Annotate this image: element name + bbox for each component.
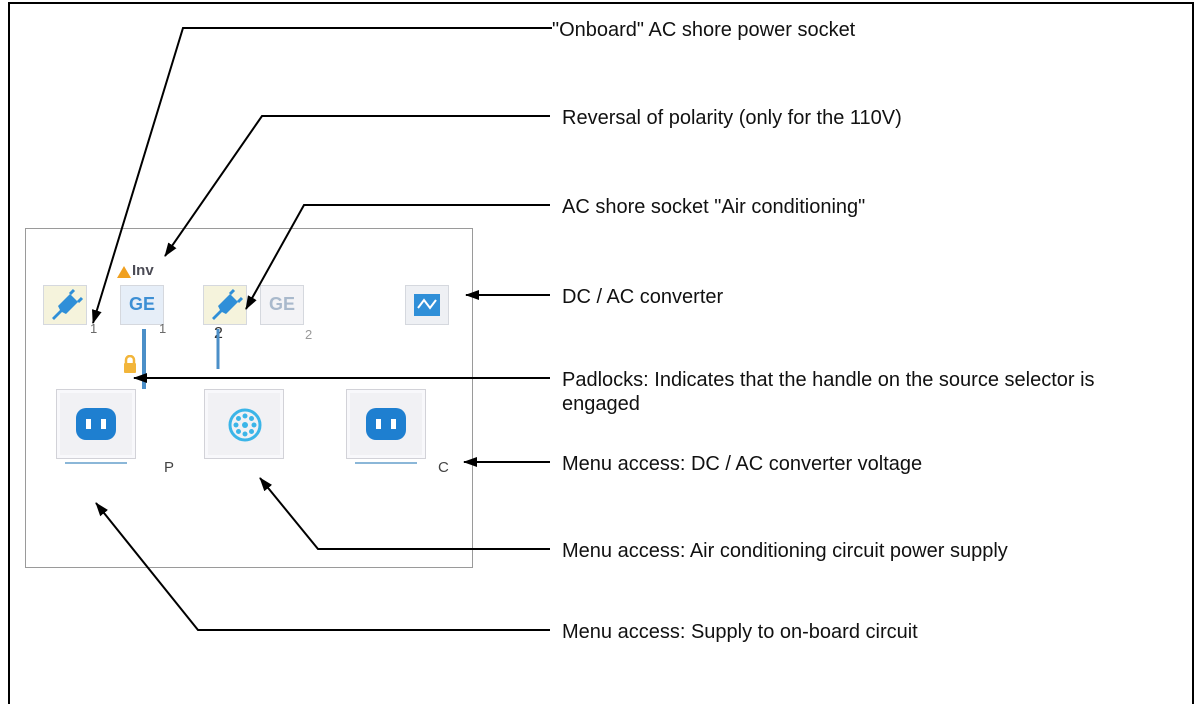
generator-2-label: GE: [269, 294, 296, 314]
air-conditioning-icon: [228, 408, 262, 442]
diagram-frame: [8, 2, 1194, 704]
converter-outlet-tile[interactable]: [346, 389, 426, 464]
callout-air-socket: AC shore socket "Air conditioning": [562, 196, 866, 218]
callout-converter: DC / AC converter: [562, 286, 724, 308]
warning-triangle-icon: [117, 266, 131, 278]
shore-plug-icon: [204, 286, 246, 324]
outlet-letter-c: C: [438, 459, 449, 476]
inverted-polarity-label: Inv: [132, 262, 154, 279]
air-conditioning-shore-socket-tile[interactable]: [203, 285, 247, 325]
callout-air-supply: Menu access: Air conditioning circuit po…: [562, 540, 1008, 562]
onboard-circuit-outlet-tile[interactable]: [56, 389, 136, 464]
source-number-2b: 2: [305, 327, 313, 342]
leader-air-socket: [245, 204, 550, 310]
leader-onboard-socket: [92, 27, 552, 324]
leader-polarity: [164, 115, 550, 257]
generator-1-label: GE: [129, 294, 156, 314]
generator-2-tile[interactable]: GE: [260, 285, 304, 325]
callout-onboard-socket: "Onboard" AC shore power socket: [552, 19, 856, 41]
source-number-1: 1: [90, 321, 98, 336]
callout-onboard-supply: Menu access: Supply to on-board circuit: [562, 621, 918, 643]
generator-1-tile[interactable]: GE: [120, 285, 164, 325]
source-number-1b: 1: [159, 321, 167, 336]
padlock-icon: [124, 355, 136, 373]
outlet-icon: [366, 408, 406, 440]
outlet-underline: [65, 462, 127, 464]
leader-air-supply: [259, 477, 550, 550]
leader-onboard-supply: [95, 502, 550, 631]
shore-plug-icon: [44, 286, 86, 324]
dc-ac-converter-tile[interactable]: [405, 285, 449, 325]
outlet-letter-p: P: [164, 459, 175, 476]
air-conditioning-outlet-tile[interactable]: [204, 389, 284, 459]
converter-icon: [414, 294, 440, 316]
callout-polarity: Reversal of polarity (only for the 110V): [562, 107, 902, 129]
callout-padlocks: Padlocks: Indicates that the handle on t…: [562, 369, 1095, 416]
callout-converter-voltage: Menu access: DC / AC converter voltage: [562, 453, 923, 475]
onboard-shore-socket-tile[interactable]: [43, 285, 87, 325]
outlet-icon: [76, 408, 116, 440]
generator-icon: [121, 286, 163, 324]
outlet-underline: [355, 462, 417, 464]
